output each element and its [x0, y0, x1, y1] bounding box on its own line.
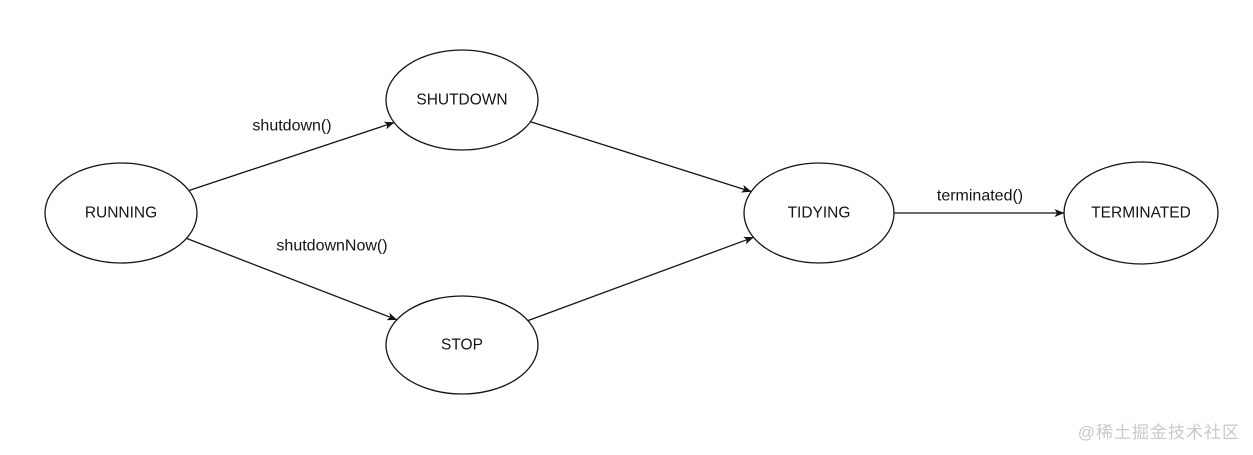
node-tidying — [743, 162, 895, 264]
node-label-running: RUNNING — [85, 205, 157, 222]
node-shutdown — [385, 49, 539, 151]
node-label-tidying: TIDYING — [788, 205, 851, 222]
edge-label-tidying-terminated: terminated() — [937, 188, 1023, 205]
node-label-terminated: TERMINATED — [1091, 205, 1191, 222]
edge-label-running-shutdown: shutdown() — [252, 118, 331, 135]
node-stop — [385, 295, 539, 395]
node-label-stop: STOP — [441, 337, 483, 354]
nodes-layer: RUNNING SHUTDOWN STOP TIDYING TERMINATED — [44, 49, 1219, 395]
edge-running-shutdown — [188, 121, 395, 192]
edge-running-stop — [186, 237, 398, 321]
edge-stop-tidying — [527, 236, 754, 322]
node-running — [44, 162, 198, 264]
watermark: @稀土掘金技术社区 — [1077, 423, 1240, 442]
edges-layer — [186, 121, 1065, 322]
edge-label-running-stop: shutdownNow() — [276, 238, 387, 255]
edge-labels-layer: shutdown() shutdownNow() terminated() — [252, 118, 1023, 255]
edge-shutdown-tidying — [530, 121, 752, 193]
node-label-shutdown: SHUTDOWN — [416, 92, 507, 109]
node-terminated — [1063, 161, 1219, 265]
